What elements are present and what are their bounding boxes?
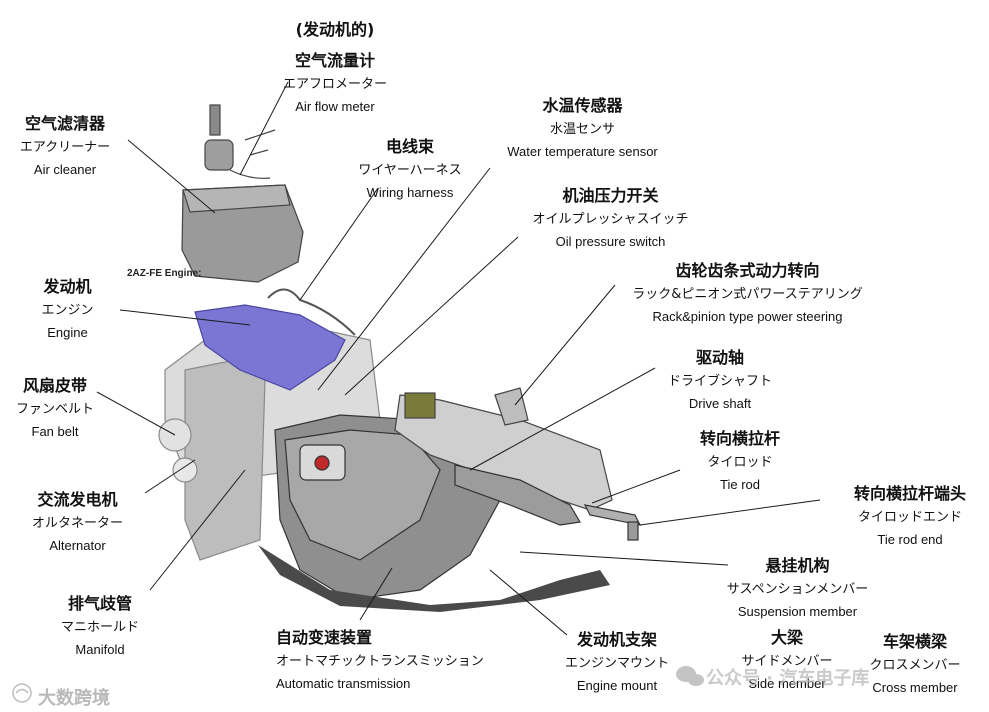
- fan-belt-cn: 风扇皮带: [22, 376, 87, 395]
- water-temp-sensor-cn: 水温传感器: [542, 96, 623, 115]
- label-water-temp-sensor: 水温传感器 水温センサ Water temperature sensor: [495, 96, 670, 159]
- watermark-bottom-right: 公众号 · 汽车电子库: [706, 668, 870, 689]
- manifold-en: Manifold: [75, 642, 125, 657]
- watermark-logo-icon: [12, 683, 32, 703]
- tie-rod-en: Tie rod: [720, 477, 760, 492]
- engine-cn: 发动机: [43, 277, 92, 296]
- tie-rod-end-jp: タイロッドエンド: [857, 510, 962, 525]
- suspension-member-jp: サスペンションメンバー: [726, 582, 869, 597]
- drive-shaft-en: Drive shaft: [688, 396, 752, 411]
- alternator-jp: オルタネーター: [31, 516, 123, 531]
- oil-pressure-switch-jp: オイルプレッシャスイッチ: [532, 212, 689, 227]
- rack-pinion-jp: ラック&ピニオン式パワーステアリング: [632, 287, 863, 302]
- air-flow-meter-cn: 空气流量计: [294, 51, 375, 70]
- engine-mount-cn: 发动机支架: [576, 630, 657, 649]
- fan-belt-jp: ファンベルト: [15, 402, 94, 417]
- fan-belt-en: Fan belt: [31, 424, 79, 439]
- air-flow-meter-cn-top: (发动机的): [295, 20, 375, 39]
- automatic-transmission-cn: 自动变速装置: [276, 628, 373, 647]
- manifold-cn: 排气歧管: [67, 594, 132, 613]
- label-engine-mount: 发动机支架 エンジンマウント Engine mount: [557, 630, 677, 693]
- alternator-cn: 交流发电机: [37, 490, 118, 509]
- drive-shaft-cn: 驱动轴: [695, 348, 744, 367]
- air-cleaner-jp: エアクリーナー: [19, 140, 111, 155]
- manifold-jp: マニホールド: [60, 620, 139, 635]
- cylinder-head-drawing: [194, 304, 346, 391]
- label-rack-pinion: 齿轮齿条式动力转向 ラック&ピニオン式パワーステアリング Rack&pinion…: [600, 261, 895, 324]
- tie-rod-end-drawing: [583, 504, 642, 541]
- oil-pressure-switch-en: Oil pressure switch: [555, 234, 666, 249]
- drive-shaft-jp: ドライブシャフト: [667, 374, 772, 389]
- tie-rod-end-cn: 转向横拉杆端头: [853, 484, 966, 503]
- engine-mount-en: Engine mount: [576, 678, 658, 693]
- label-alternator: 交流发电机 オルタネーター Alternator: [15, 490, 140, 553]
- label-cross-member: 车架横梁 クロスメンバー Cross member: [860, 632, 970, 695]
- wiring-harness-cn: 电线束: [385, 137, 434, 156]
- oil-pressure-switch-cn: 机油压力开关: [562, 186, 659, 205]
- leader-lines: [96, 81, 821, 636]
- cross-member-jp: クロスメンバー: [869, 658, 961, 673]
- engine-mount-jp: エンジンマウント: [564, 656, 669, 671]
- engine-jp: エンジン: [41, 303, 94, 318]
- label-engine: 发动机 エンジン Engine: [20, 277, 115, 340]
- label-tie-rod-end: 转向横拉杆端头 タイロッドエンド Tie rod end: [835, 484, 985, 547]
- label-suspension-member: 悬挂机构 サスペンションメンバー Suspension member: [710, 556, 885, 619]
- suspension-member-cn: 悬挂机构: [765, 556, 830, 575]
- label-air-flow-meter: (发动机的) 空气流量计 エアフロメーター Air flow meter: [270, 20, 400, 114]
- cross-member-cn: 车架横梁: [882, 632, 947, 651]
- side-member-cn: 大梁: [770, 628, 803, 647]
- air-flow-meter-jp: エアフロメーター: [282, 77, 387, 92]
- side-member-jp: サイドメンバー: [741, 654, 833, 669]
- wiring-harness-en: Wiring harness: [366, 185, 454, 200]
- label-wiring-harness: 电线束 ワイヤーハーネス Wiring harness: [345, 137, 475, 200]
- alternator-en: Alternator: [49, 538, 106, 553]
- label-air-cleaner: 空气滤清器 エアクリーナー Air cleaner: [5, 114, 125, 177]
- air-cleaner-en: Air cleaner: [33, 162, 97, 177]
- automatic-transmission-jp: オートマチックトランスミッション: [276, 654, 484, 669]
- wiring-harness-jp: ワイヤーハーネス: [358, 163, 462, 178]
- engine-caption: 2AZ-FE Engine:: [127, 268, 202, 279]
- label-drive-shaft: 驱动轴 ドライブシャフト Drive shaft: [655, 348, 785, 411]
- tie-rod-jp: タイロッド: [707, 455, 773, 470]
- label-side-member: 大梁 サイドメンバー Side member: [728, 628, 846, 691]
- water-temp-sensor-jp: 水温センサ: [549, 122, 615, 137]
- tie-rod-end-en: Tie rod end: [877, 532, 943, 547]
- wechat-icon: [676, 666, 704, 686]
- engine-en: Engine: [47, 325, 88, 340]
- automatic-transmission-en: Automatic transmission: [276, 676, 411, 691]
- suspension-member-drawing: [258, 545, 610, 612]
- label-manifold: 排气歧管 マニホールド Manifold: [45, 594, 155, 657]
- transmission-drawing: [274, 414, 501, 601]
- rack-pinion-en: Rack&pinion type power steering: [652, 309, 843, 324]
- air-flow-meter-en: Air flow meter: [295, 99, 375, 114]
- suspension-member-en: Suspension member: [737, 604, 858, 619]
- water-temp-sensor-en: Water temperature sensor: [507, 144, 658, 159]
- label-automatic-transmission: 自动变速装置 オートマチックトランスミッション Automatic transm…: [276, 628, 506, 691]
- drive-shaft-drawing: [454, 464, 581, 526]
- air-cleaner-drawing: [181, 104, 304, 283]
- label-fan-belt: 风扇皮带 ファンベルト Fan belt: [5, 376, 105, 439]
- cross-member-en: Cross member: [872, 680, 958, 695]
- rack-pinion-cn: 齿轮齿条式动力转向: [675, 261, 820, 280]
- side-member-en: Side member: [748, 676, 826, 691]
- watermark-bottom-left: 大数跨境: [38, 688, 110, 709]
- label-tie-rod: 转向横拉杆 タイロッド Tie rod: [680, 429, 800, 492]
- air-cleaner-cn: 空气滤清器: [24, 114, 105, 133]
- tie-rod-cn: 转向横拉杆: [699, 429, 780, 448]
- label-oil-pressure-switch: 机油压力开关 オイルプレッシャスイッチ Oil pressure switch: [528, 186, 693, 249]
- steering-rack-drawing: [394, 387, 613, 511]
